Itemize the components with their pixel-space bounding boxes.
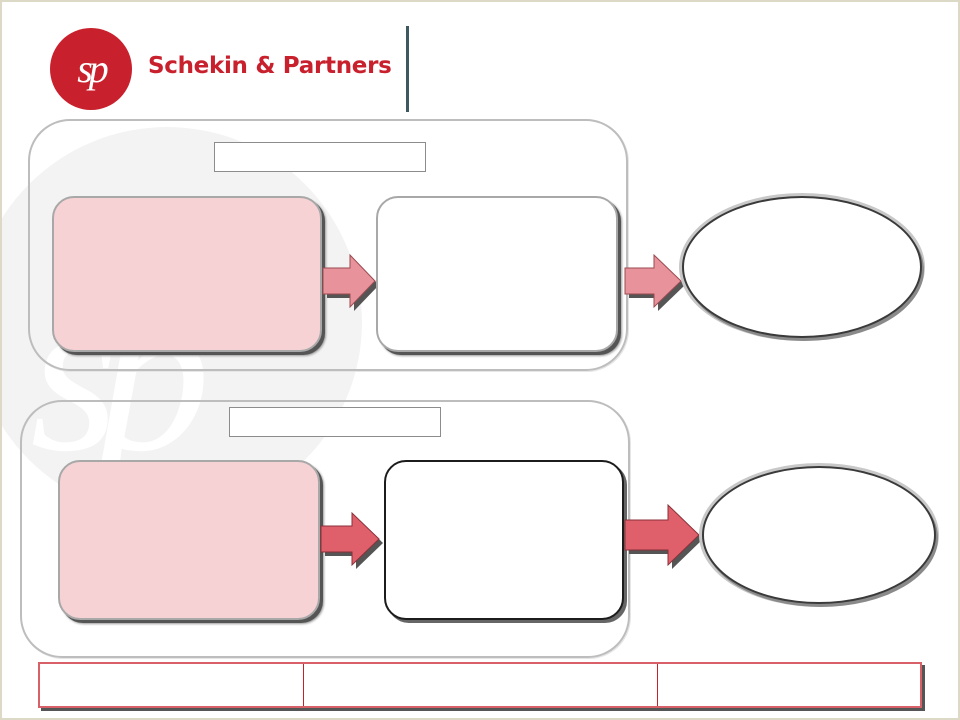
group-1-container — [28, 119, 628, 371]
group-1-arrow-1 — [322, 253, 379, 311]
footer-table-cell-2 — [304, 664, 658, 706]
footer-table-cell-3 — [658, 664, 920, 706]
group-1-result-ellipse — [682, 196, 922, 338]
group-1-process-box — [376, 196, 618, 352]
logo-mark: sp — [50, 28, 132, 110]
footer-table — [38, 662, 922, 708]
group-1-input-box — [52, 196, 322, 352]
group-2-arrow-2 — [624, 503, 703, 569]
logo-name: Schekin & Partners — [148, 53, 392, 79]
header-divider — [406, 26, 409, 112]
group-2-input-box — [58, 460, 320, 620]
group-2-label — [229, 407, 441, 437]
group-1-arrow-2 — [624, 253, 685, 311]
group-1-label — [214, 142, 426, 172]
footer-table-cell-1 — [40, 664, 304, 706]
group-2-process-box — [384, 460, 624, 620]
group-2-arrow-1 — [320, 511, 383, 569]
group-2-result-ellipse — [702, 466, 936, 604]
